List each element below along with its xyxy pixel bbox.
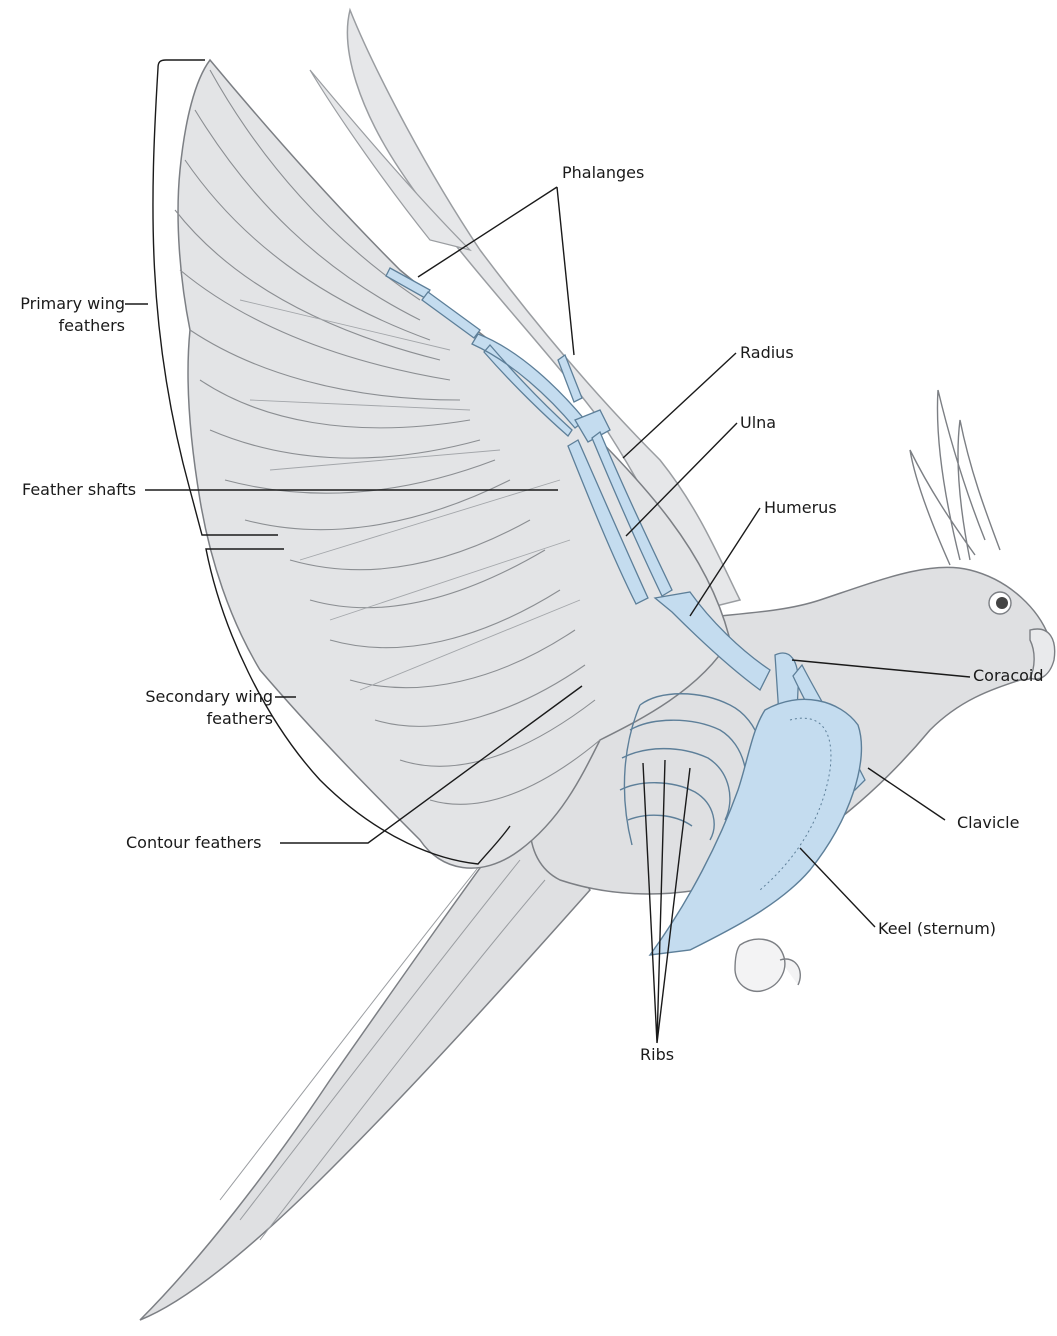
foot — [735, 939, 800, 991]
label-clavicle: Clavicle — [957, 812, 1019, 834]
tail — [140, 800, 590, 1320]
label-secondary-wing-feathers: Secondary wing feathers — [126, 686, 273, 730]
label-humerus: Humerus — [764, 497, 837, 519]
label-ulna: Ulna — [740, 412, 776, 434]
pupil — [996, 597, 1008, 609]
label-secondary-line2: feathers — [126, 708, 273, 730]
crest — [910, 390, 1000, 565]
label-ribs: Ribs — [640, 1044, 674, 1066]
label-contour-feathers: Contour feathers — [126, 832, 261, 854]
label-coracoid: Coracoid — [973, 665, 1044, 687]
label-primary-wing-feathers: Primary wing feathers — [6, 293, 125, 337]
label-phalanges: Phalanges — [562, 162, 644, 184]
label-radius: Radius — [740, 342, 794, 364]
leader-keel — [800, 848, 875, 927]
label-primary-line2: feathers — [6, 315, 125, 337]
label-keel: Keel (sternum) — [878, 918, 996, 940]
leader-clavicle — [868, 768, 945, 820]
label-primary-line1: Primary wing — [6, 293, 125, 315]
label-feather-shafts: Feather shafts — [22, 479, 136, 501]
label-secondary-line1: Secondary wing — [126, 686, 273, 708]
